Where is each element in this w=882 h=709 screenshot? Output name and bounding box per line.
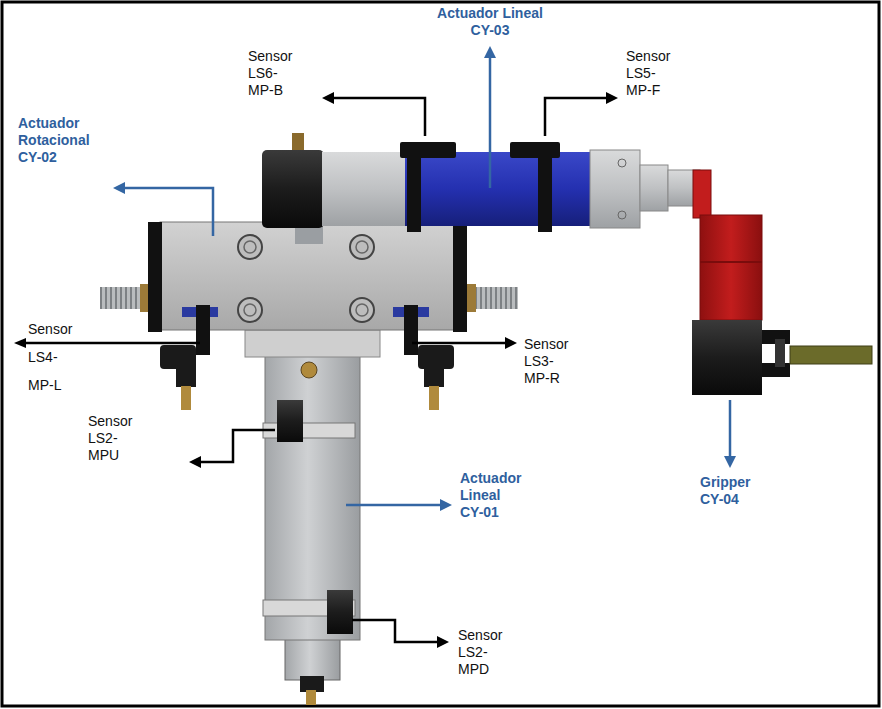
sensor-label: Sensor LS5-MP-F [626, 48, 670, 99]
actuator-label: Actuador Lineal CY-01 [460, 470, 521, 521]
sensor-label: Sensor LS6-MP-B [248, 48, 292, 99]
actuator-label: Actuador Lineal CY-03 [425, 5, 555, 39]
sensor-label: Sensor LS2-MPD [458, 627, 502, 678]
sensor-label: Sensor LS3-MP-R [524, 336, 568, 387]
sensor-label: Sensor LS4-MP-L [28, 315, 72, 399]
sensor-label: Sensor LS2-MPU [88, 413, 132, 464]
gripper-label: Gripper CY-04 [700, 474, 751, 508]
actuator-label: Actuador Rotacional CY-02 [18, 115, 90, 166]
